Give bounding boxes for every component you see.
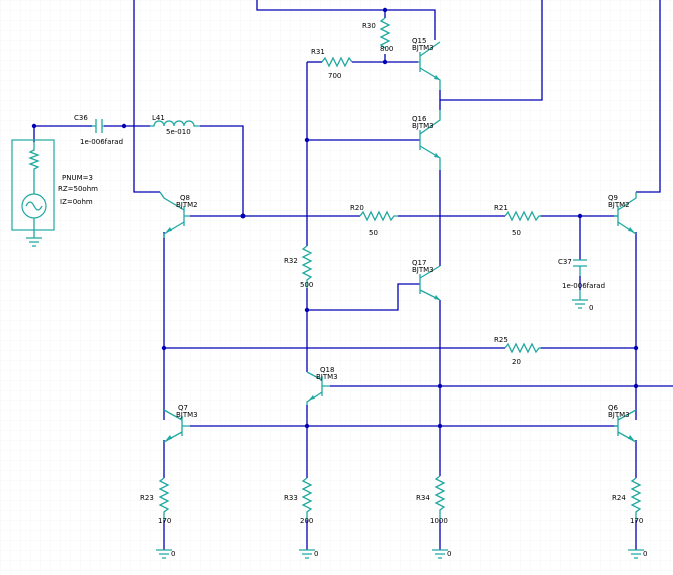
c37-name: C37: [558, 258, 572, 266]
resistor-r33[interactable]: R33 200: [284, 477, 313, 525]
r20-name: R20: [350, 204, 364, 212]
ground-label: 0: [314, 550, 318, 558]
c36-name: C36: [74, 114, 88, 122]
r25-value: 20: [512, 358, 521, 366]
ground-label: 0: [171, 550, 175, 558]
resistor-r25[interactable]: R25 20: [494, 336, 541, 366]
q18-name: Q18: [320, 366, 334, 374]
ground-r33: 0: [299, 549, 318, 559]
ground-r23: 0: [156, 549, 175, 559]
c36-value: 1e-006farad: [80, 138, 123, 146]
r21-name: R21: [494, 204, 508, 212]
q7-model: BJTM3: [176, 411, 198, 419]
q15-name: Q15: [412, 37, 426, 45]
capacitor-c37[interactable]: C37 1e-006farad 0: [558, 258, 605, 312]
transistor-q16[interactable]: Q16 BJTM3: [412, 110, 441, 170]
q9-name: Q9: [608, 194, 618, 202]
r30-name: R30: [362, 22, 376, 30]
ground-label: 0: [643, 550, 647, 558]
ground-r24: 0: [628, 549, 647, 559]
resistor-r32[interactable]: R32 500: [284, 245, 313, 289]
r23-value: 170: [158, 517, 171, 525]
r34-name: R34: [416, 494, 430, 502]
r31-value: 700: [328, 72, 341, 80]
ground-r34: 0: [432, 549, 451, 559]
r33-value: 200: [300, 517, 313, 525]
r20-value: 50: [369, 229, 378, 237]
l41-value: 5e-010: [166, 128, 191, 136]
resistor-r24[interactable]: R24 170: [612, 477, 643, 525]
port-name: PNUM=3: [62, 174, 93, 182]
q18-model: BJTM3: [316, 373, 338, 381]
q8-model: BJTM2: [176, 201, 198, 209]
ground-label: 0: [447, 550, 451, 558]
capacitor-c36[interactable]: C36 1e-006farad: [74, 114, 123, 146]
r34-value: 1000: [430, 517, 448, 525]
q15-model: BJTM3: [412, 44, 434, 52]
transistor-q7[interactable]: Q7 BJTM3: [163, 404, 198, 443]
r31-name: R31: [311, 48, 325, 56]
resistor-r21[interactable]: R21 50: [494, 204, 541, 237]
transistor-q9[interactable]: Q9 BJTM2: [608, 192, 637, 235]
transistor-q6[interactable]: Q6 BJTM3: [608, 404, 637, 443]
resistor-r23[interactable]: R23 170: [140, 477, 171, 525]
r32-name: R32: [284, 257, 298, 265]
junction-dots: [31, 7, 639, 429]
q6-name: Q6: [608, 404, 619, 412]
r30-value: 800: [380, 45, 393, 53]
wires: [33, 0, 673, 550]
transistor-q17[interactable]: Q17 BJTM3: [412, 259, 441, 301]
port-iz: IZ=0ohm: [60, 198, 93, 206]
transistor-q15[interactable]: Q15 BJTM3: [412, 37, 441, 90]
resistor-r30[interactable]: R30 800: [362, 17, 393, 53]
l41-name: L41: [152, 114, 165, 122]
c37-ground-label: 0: [589, 304, 593, 312]
resistor-r20[interactable]: R20 50: [350, 204, 398, 237]
r33-name: R33: [284, 494, 298, 502]
r23-name: R23: [140, 494, 154, 502]
r21-value: 50: [512, 229, 521, 237]
q6-model: BJTM3: [608, 411, 630, 419]
resistor-r31[interactable]: R31 700: [311, 48, 353, 80]
port-source[interactable]: PNUM=3 RZ=50ohm IZ=0ohm: [11, 139, 98, 247]
r24-value: 170: [630, 517, 643, 525]
q8-name: Q8: [180, 194, 190, 202]
r25-name: R25: [494, 336, 508, 344]
port-rz: RZ=50ohm: [58, 185, 98, 193]
transistor-q18[interactable]: Q18 BJTM3: [306, 366, 338, 405]
q17-model: BJTM3: [412, 266, 434, 274]
r32-value: 500: [300, 281, 313, 289]
c37-value: 1e-006farad: [562, 282, 605, 290]
r24-name: R24: [612, 494, 626, 502]
q16-name: Q16: [412, 115, 427, 123]
q16-model: BJTM3: [412, 122, 434, 130]
q7-name: Q7: [178, 404, 188, 412]
q9-model: BJTM2: [608, 201, 630, 209]
inductor-l41[interactable]: L41 5e-010: [150, 114, 200, 136]
resistor-r34[interactable]: R34 1000: [416, 475, 448, 525]
transistor-q8[interactable]: Q8 BJTM2: [159, 191, 198, 238]
q17-name: Q17: [412, 259, 426, 267]
